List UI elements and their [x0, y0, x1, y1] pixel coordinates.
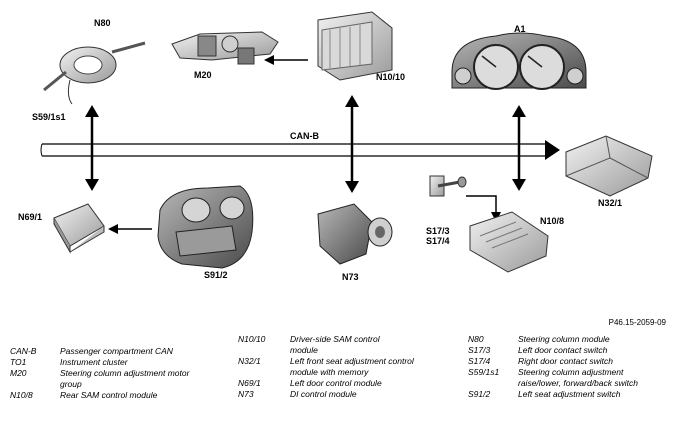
door-control-module-image	[53, 203, 105, 254]
legend-code: N10/8	[10, 390, 33, 400]
label-s912: S91/2	[204, 270, 228, 280]
driver-sam-module-image	[317, 11, 393, 81]
legend-column-2: N10/10 Driver-side SAM control module N3…	[238, 334, 448, 400]
label-n108: N10/8	[540, 216, 565, 226]
legend-row: S17/4 Right door contact switch	[468, 356, 672, 367]
di-control-module-image	[317, 203, 393, 265]
label-n321: N32/1	[598, 198, 623, 208]
legend-code: N10/10	[238, 334, 266, 344]
legend-code: N32/1	[238, 356, 261, 366]
legend-desc: Steering column adjustment motor group	[60, 368, 190, 389]
label-s59: S59/1s1	[32, 112, 66, 122]
legend-row: N10/8 Rear SAM control module	[10, 390, 210, 401]
label-s173: S17/3	[426, 226, 450, 236]
legend-desc: Left front seat adjustment control modul…	[290, 356, 414, 377]
legend-desc: Driver-side SAM control module	[290, 334, 380, 355]
label-n1010: N10/10	[376, 72, 406, 82]
legend-row: CAN-B Passenger compartment CAN	[10, 346, 210, 357]
n80-bus-arrow	[85, 105, 99, 191]
label-s174: S17/4	[426, 236, 450, 246]
n1010-bus-arrow	[345, 95, 359, 193]
label-a1: A1	[514, 24, 526, 34]
legend-desc: DI control module	[290, 389, 357, 399]
door-contact-switch-image	[429, 175, 467, 197]
legend-row: S91/2 Left seat adjustment switch	[468, 389, 672, 400]
legend-row: N10/10 Driver-side SAM control module	[238, 334, 448, 356]
rear-sam-module-image	[469, 211, 549, 273]
label-can-b: CAN-B	[290, 131, 319, 141]
legend-row: N73 DI control module	[238, 389, 448, 400]
legend-code: N80	[468, 334, 484, 344]
figure-reference: P46.15-2059-09	[608, 318, 666, 327]
legend-row: N80 Steering column module	[468, 334, 672, 345]
label-n691: N69/1	[18, 212, 43, 222]
motor-group-image	[171, 31, 279, 65]
a1-bus-arrow	[512, 105, 526, 191]
label-m20: M20	[194, 70, 212, 80]
legend-row: S17/3 Left door contact switch	[468, 345, 672, 356]
instrument-cluster-image	[451, 32, 587, 90]
legend-row: N69/1 Left door control module	[238, 378, 448, 389]
legend-desc: Instrument cluster	[60, 357, 128, 367]
legend-desc: Rear SAM control module	[60, 390, 158, 400]
legend-code: TO1	[10, 357, 27, 367]
legend-row: S59/1s1 Steering column adjustment raise…	[468, 367, 672, 389]
legend-code: S59/1s1	[468, 367, 500, 377]
s912-to-n691-arrow	[108, 224, 152, 234]
legend-row: M20 Steering column adjustment motor gro…	[10, 368, 210, 390]
label-n73: N73	[342, 272, 359, 282]
legend-code: N73	[238, 389, 254, 399]
legend-desc: Left seat adjustment switch	[518, 389, 621, 399]
n1010-to-m20-arrow	[264, 55, 308, 65]
legend-column-1: CAN-B Passenger compartment CAN TO1 Inst…	[10, 346, 210, 401]
legend-code: M20	[10, 368, 27, 378]
legend-desc: Steering column adjustment raise/lower, …	[518, 367, 638, 388]
legend-column-3: N80 Steering column module S17/3 Left do…	[468, 334, 672, 400]
legend-desc: Right door contact switch	[518, 356, 613, 366]
legend-code: S17/4	[468, 356, 491, 366]
legend-desc: Passenger compartment CAN	[60, 346, 173, 356]
legend-row: N32/1 Left front seat adjustment control…	[238, 356, 448, 378]
legend-code: S17/3	[468, 345, 491, 355]
seat-switch-image	[157, 185, 254, 269]
legend-desc: Steering column module	[518, 334, 610, 344]
legend-code: N69/1	[238, 378, 261, 388]
legend-desc: Left door contact switch	[518, 345, 608, 355]
legend-code: S91/2	[468, 389, 491, 399]
label-n80: N80	[94, 18, 111, 28]
legend-row: TO1 Instrument cluster	[10, 357, 210, 368]
legend-code: CAN-B	[10, 346, 37, 356]
seat-control-module-image	[565, 135, 653, 197]
steering-column-module-image	[43, 41, 146, 105]
can-b-bus	[40, 140, 560, 160]
legend-desc: Left door control module	[290, 378, 382, 388]
